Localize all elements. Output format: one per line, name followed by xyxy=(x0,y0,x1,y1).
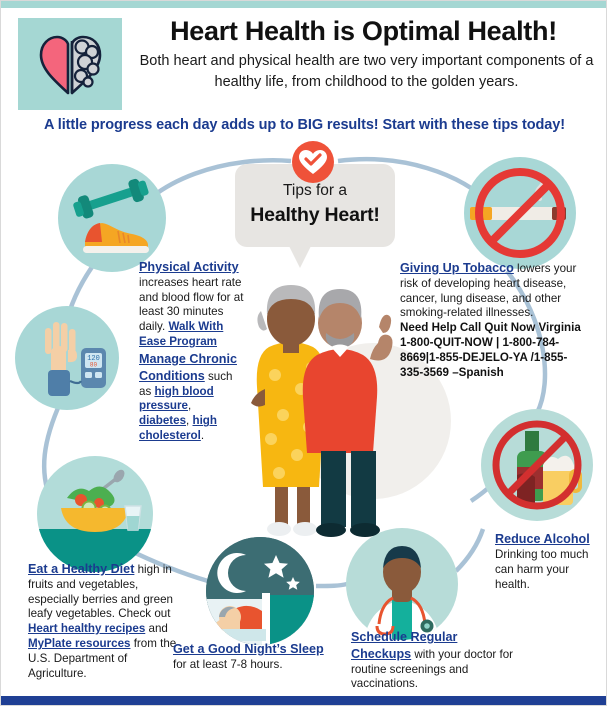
svg-text:80: 80 xyxy=(90,362,98,369)
tip-physical-activity-text: Physical Activity increases heart rate a… xyxy=(139,259,249,350)
tip-alcohol-heading[interactable]: Reduce Alcohol xyxy=(495,532,590,546)
blood-pressure-monitor-icon: 120 80 xyxy=(45,322,106,396)
tip-physical-activity-heading[interactable]: Physical Activity xyxy=(139,260,239,274)
page-title: Heart Health is Optimal Health! xyxy=(170,16,557,46)
tips-bubble-line2: Healthy Heart! xyxy=(250,204,380,226)
tip-checkups-heading[interactable]: Schedule Regular Checkups xyxy=(351,630,458,661)
bottom-accent-bar xyxy=(1,696,606,705)
tip-alcohol-body: Drinking too much can harm your health. xyxy=(495,548,589,591)
blood-pressure-icon-circle: 120 80 xyxy=(15,306,119,410)
manage-sep-2: , xyxy=(186,414,193,428)
doctor-stethoscope-icon xyxy=(364,546,440,640)
diet-sep: and xyxy=(145,622,168,636)
tip-diet-text: Eat a Healthy Diet high in fruits and ve… xyxy=(28,561,180,682)
reduce-alcohol-icon-circle xyxy=(481,409,593,521)
tip-sleep-text: Get a Good Night’s Sleep for at least 7-… xyxy=(173,641,338,673)
logo-container xyxy=(18,18,122,110)
tip-tobacco-body: lowers your risk of developing heart dis… xyxy=(400,262,577,320)
tip-manage-chronic-text: Manage Chronic Conditions such as high b… xyxy=(139,351,237,444)
tip-manage-chronic-heading[interactable]: Manage Chronic Conditions xyxy=(139,352,237,383)
no-alcohol-icon xyxy=(492,420,582,510)
diet-end: from the U.S. Department of Agriculture. xyxy=(28,637,177,680)
tip-physical-activity-body: increases heart rate and blood flow for … xyxy=(139,275,244,334)
tip-sleep-body: for at least 7-8 hours. xyxy=(173,657,283,671)
salad-bowl-icon xyxy=(37,469,153,572)
heart-healthy-recipes-link[interactable]: Heart healthy recipes xyxy=(28,622,146,636)
tips-bubble-line1: Tips for a xyxy=(282,182,348,199)
svg-text:120: 120 xyxy=(87,355,100,363)
tip-alcohol-text: Reduce Alcohol Drinking too much can har… xyxy=(495,531,600,593)
tips-bubble-tail xyxy=(289,246,311,268)
moon-stars-sleeping-icon xyxy=(206,537,314,645)
tip-tobacco-text: Giving Up Tobacco lowers your risk of de… xyxy=(400,260,582,382)
page-subtitle: Both heart and physical health are two v… xyxy=(139,53,594,91)
myplate-resources-link[interactable]: MyPlate resources xyxy=(28,637,131,651)
diabetes-link[interactable]: diabetes xyxy=(139,414,187,428)
page-tagline: A little progress each day adds up to BI… xyxy=(44,117,565,133)
heart-check-badge xyxy=(292,141,334,183)
tip-checkups-text: Schedule Regular Checkups with your doct… xyxy=(351,629,516,692)
quit-now-contact-info: Need Help Call Quit Now Virginia 1-800-Q… xyxy=(400,321,581,379)
manage-sep-1: , xyxy=(187,399,192,413)
tip-sleep-heading[interactable]: Get a Good Night’s Sleep xyxy=(173,642,324,656)
healthy-diet-icon-circle xyxy=(37,456,153,572)
tip-diet-heading[interactable]: Eat a Healthy Diet xyxy=(28,562,135,576)
heart-brain-icon xyxy=(39,35,102,95)
sleep-icon-circle xyxy=(206,537,314,645)
walk-with-ease-program-link[interactable]: Walk With Ease Program xyxy=(139,320,224,349)
tip-checkups-body: with your doctor for routine screenings … xyxy=(351,647,514,691)
tip-tobacco-heading[interactable]: Giving Up Tobacco xyxy=(400,261,514,275)
tip-manage-chronic-body: such as xyxy=(139,369,233,398)
high-cholesterol-link[interactable]: high cholesterol xyxy=(139,414,217,443)
heart-check-icon xyxy=(299,150,327,174)
tobacco-icon-circle xyxy=(464,157,576,269)
no-smoking-icon xyxy=(470,168,566,258)
doctor-icon-circle xyxy=(346,528,458,640)
top-accent-bar xyxy=(1,1,606,8)
high-blood-pressure-link[interactable]: high blood pressure xyxy=(139,384,214,413)
elderly-couple-illustration xyxy=(251,285,393,537)
manage-end: . xyxy=(200,429,205,443)
dumbbell-sneaker-icon xyxy=(73,178,149,253)
tip-diet-body: high in fruits and vegetables, especiall… xyxy=(28,563,174,621)
physical-activity-icon-circle xyxy=(58,164,166,272)
